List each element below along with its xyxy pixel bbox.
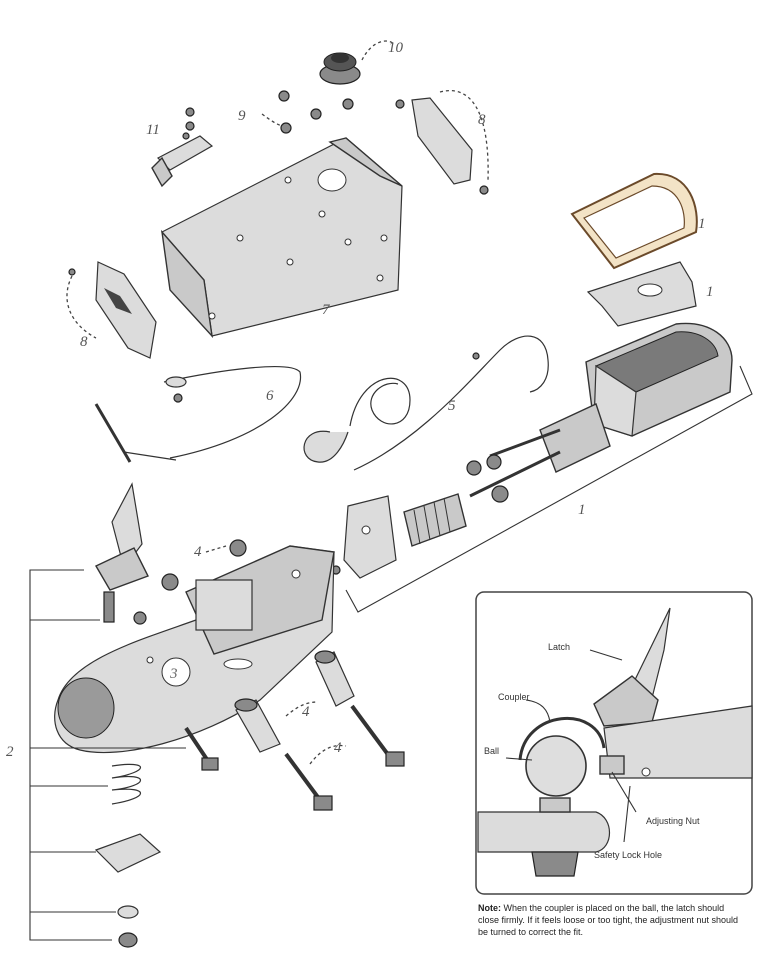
leader-4-top — [205, 545, 227, 553]
cover-bracket-part — [586, 261, 697, 327]
part-number-9: 9 — [238, 108, 246, 124]
part-number-1-bracket: 1 — [706, 284, 714, 300]
part-number-5: 5 — [448, 398, 456, 414]
leader-4-low — [309, 744, 347, 765]
damper-spring-part — [403, 493, 467, 547]
latch-spring-part — [111, 763, 142, 805]
part-number-11: 11 — [146, 122, 160, 138]
leader-9 — [261, 113, 283, 127]
latch-assembly-part — [95, 482, 149, 625]
part-number-4-low: 4 — [334, 740, 342, 756]
sleeves-part — [234, 650, 355, 753]
inset-note-heading: Note: — [478, 903, 501, 913]
slide-bracket-part — [331, 495, 397, 579]
nuts-part — [161, 539, 247, 591]
mount-bracket-right-part — [395, 97, 489, 195]
part-number-4-mid: 4 — [302, 704, 310, 720]
latch-clip-part — [94, 833, 162, 873]
bracket-line-1 — [345, 365, 753, 613]
inset-label-ball: Ball — [484, 746, 499, 756]
inset-label-safety-lock-hole: Safety Lock Hole — [594, 850, 662, 860]
coupler-body-part — [54, 545, 335, 754]
part-number-8-right: 8 — [478, 112, 486, 128]
leader-8-right — [439, 90, 489, 181]
callout-bracket-2 — [29, 569, 186, 941]
part-number-10: 10 — [388, 40, 404, 56]
screws-part — [278, 90, 354, 134]
part-number-8-left: 8 — [80, 334, 88, 350]
part-number-2: 2 — [6, 744, 14, 760]
inset-label-coupler: Coupler — [498, 692, 530, 702]
inset-detail — [475, 591, 753, 895]
rubber-cap-part — [319, 52, 361, 85]
part-number-1-actuator: 1 — [578, 502, 586, 518]
cover-gasket-part — [570, 172, 698, 270]
small-plate-part — [151, 107, 214, 188]
breakaway-cable-part — [303, 335, 549, 471]
mount-bracket-left-part — [68, 261, 157, 359]
part-number-7: 7 — [322, 302, 331, 318]
washer-part — [117, 905, 139, 919]
inset-label-latch: Latch — [548, 642, 570, 652]
safety-cable-part — [94, 365, 302, 463]
coupler-housing-part — [160, 137, 403, 339]
part-number-4-top: 4 — [194, 544, 202, 560]
lock-nut-part — [118, 932, 138, 948]
master-cylinder-actuator-part — [466, 322, 733, 503]
leader-8-left — [66, 275, 97, 339]
bolts-part — [184, 704, 405, 811]
inset-note: Note: When the coupler is placed on the … — [478, 902, 746, 938]
part-number-1-gasket: 1 — [698, 216, 706, 232]
part-number-3: 3 — [169, 666, 178, 682]
inset-note-text: When the coupler is placed on the ball, … — [478, 903, 738, 937]
inset-label-adjusting-nut: Adjusting Nut — [646, 816, 700, 826]
part-number-6: 6 — [266, 388, 274, 404]
leader-10 — [361, 40, 395, 61]
leader-4-mid — [285, 701, 319, 717]
